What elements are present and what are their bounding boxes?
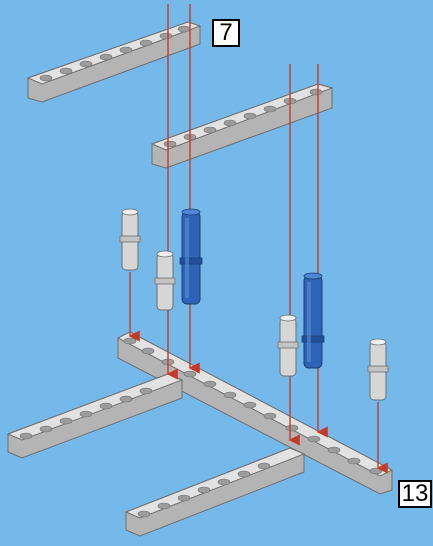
- long-beam-upper-right: [150, 83, 334, 169]
- gray-pin: [277, 314, 299, 377]
- gray-pin: [154, 250, 176, 311]
- blue-axle-pin: [301, 272, 325, 369]
- gray-pin: [367, 338, 389, 401]
- blue-axle-pin: [179, 208, 203, 305]
- long-beam-upper-left: [26, 21, 202, 103]
- gray-pin: [119, 208, 141, 271]
- beam-length-callout: 13: [398, 480, 432, 508]
- guide-lines: [128, 4, 388, 474]
- quantity-callout: 7: [212, 19, 240, 47]
- beam-base-lower-branch: [124, 447, 306, 537]
- beam-base-left-branch: [6, 373, 184, 459]
